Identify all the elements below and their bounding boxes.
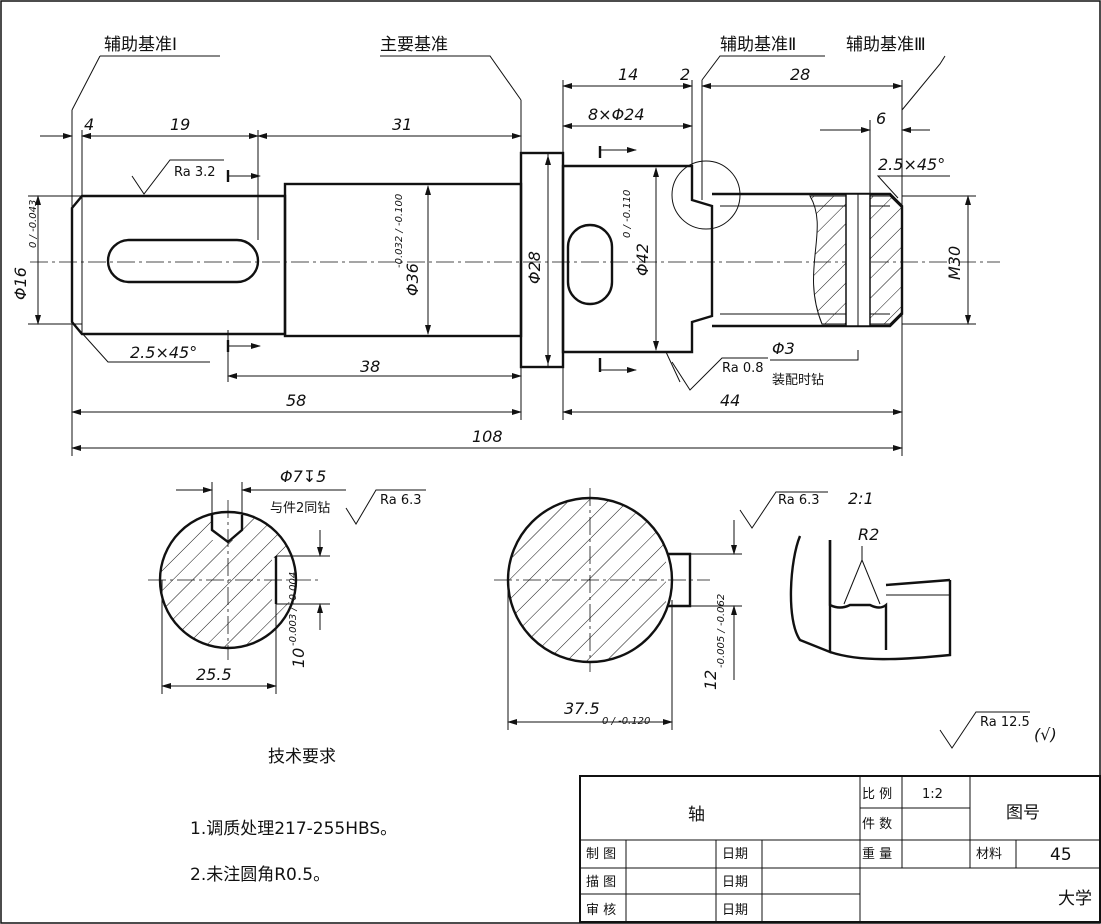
tb-drawn-label: 制 图 <box>586 847 616 862</box>
datum-aux2: 辅助基准Ⅱ <box>720 35 796 55</box>
tb-traced-label: 描 图 <box>586 875 616 890</box>
roughness-ra32: Ra 3.2 <box>174 165 216 180</box>
tb-checked-label: 审 核 <box>586 903 616 918</box>
dim-19: 19 <box>170 115 190 134</box>
datum-aux3: 辅助基准Ⅲ <box>846 35 926 55</box>
detail-view: 2:1 R2 <box>789 489 952 661</box>
tb-date-label-2: 日期 <box>722 875 748 890</box>
dim-phi3: Φ3 <box>772 339 795 358</box>
dim-37-5-tol: 0 / -0.120 <box>602 716 650 727</box>
roughness-ra08: Ra 0.8 <box>722 361 764 376</box>
dim-12: 12 <box>701 670 720 690</box>
detail-scale: 2:1 <box>848 489 874 508</box>
tech-item-1: 1.调质处理217-255HBS。 <box>190 819 397 839</box>
dim-phi3-note: 装配时钻 <box>772 373 824 388</box>
tb-material-label: 材料 <box>976 847 1002 862</box>
datum-aux1: 辅助基准Ⅰ <box>104 35 177 55</box>
tb-weight-label: 重 量 <box>862 846 892 862</box>
dim-38: 38 <box>360 357 380 376</box>
dim-phi7: Φ7↧5 <box>280 467 326 486</box>
segment-phi16 <box>70 194 287 336</box>
dim-58: 58 <box>286 391 306 410</box>
segment-phi42 <box>561 164 714 354</box>
tb-material-value: 45 <box>1050 845 1072 865</box>
roughness-ra63-a: Ra 6.3 <box>380 493 422 508</box>
dim-2: 2 <box>680 65 690 84</box>
dim-phi16-tol: 0 / -0.043 <box>28 200 39 248</box>
tb-scale-value: 1:2 <box>922 787 943 802</box>
dim-8xphi24: 8×Φ24 <box>588 105 645 124</box>
tech-item-2: 2.未注圆角R0.5。 <box>190 865 330 885</box>
keyway-slot-right <box>566 223 614 306</box>
dim-phi36-tol: -0.032 / -0.100 <box>394 194 405 268</box>
overall-roughness: Ra 12.5 (√) <box>939 711 1057 749</box>
technical-requirements: 技术要求 1.调质处理217-255HBS。 2.未注圆角R0.5。 <box>190 747 397 885</box>
roughness-ra125: Ra 12.5 <box>980 715 1030 730</box>
tech-title: 技术要求 <box>268 747 336 767</box>
roughness-ra63-b: Ra 6.3 <box>778 493 820 508</box>
dim-28: 28 <box>790 65 810 84</box>
tb-date-label-1: 日期 <box>722 847 748 862</box>
dim-phi42-tol: 0 / -0.110 <box>622 190 633 238</box>
dim-12-tol: -0.005 / -0.062 <box>716 594 727 668</box>
dim-44: 44 <box>720 391 740 410</box>
tb-date-label-3: 日期 <box>722 903 748 918</box>
dim-phi16: Φ16 <box>11 267 30 300</box>
dim-108: 108 <box>472 427 503 446</box>
datum-main: 主要基准 <box>380 35 448 55</box>
tb-qty-label: 件 数 <box>862 817 892 832</box>
detail-r2: R2 <box>858 525 879 544</box>
shaft-main-view <box>30 151 1000 369</box>
dim-phi42: Φ42 <box>633 243 652 276</box>
roughness-ra125-suffix: (√) <box>1034 725 1057 744</box>
section-left: Φ7↧5 与件2同钻 Ra 6.3 25.5 10 -0.003 / -0.00… <box>148 467 426 694</box>
dim-6: 6 <box>876 109 886 128</box>
dim-m30: M30 <box>945 246 964 280</box>
dim-31: 31 <box>392 115 412 134</box>
tb-school: 大学 <box>1058 889 1092 909</box>
dim-14: 14 <box>618 65 638 84</box>
keyway-slot-left <box>106 238 260 284</box>
dim-chamfer-right: 2.5×45° <box>878 155 945 174</box>
dim-10-tol: -0.003 / -0.004 <box>288 572 299 646</box>
dim-4: 4 <box>84 115 94 134</box>
dim-25-5: 25.5 <box>196 665 232 684</box>
dim-chamfer-left: 2.5×45° <box>130 343 197 362</box>
tb-scale-label: 比 例 <box>862 787 892 802</box>
dimension-lines <box>28 55 976 456</box>
title-block: 轴 比 例 1:2 件 数 重 量 材料 45 图号 制 图 描 图 审 核 日… <box>579 775 1101 923</box>
tb-drawing-no-label: 图号 <box>1006 803 1040 823</box>
section-right: Ra 6.3 37.5 0 / -0.120 12 -0.005 / -0.06… <box>494 488 828 730</box>
dim-phi28: Φ28 <box>525 251 544 284</box>
dim-phi36: Φ36 <box>403 263 422 296</box>
main-view-text: 辅助基准Ⅰ 主要基准 辅助基准Ⅱ 辅助基准Ⅲ 4 19 31 14 2 28 8… <box>11 35 964 446</box>
dim-10: 10 <box>289 648 308 668</box>
dim-phi7-note: 与件2同钻 <box>270 501 330 516</box>
dim-37-5: 37.5 <box>564 699 600 718</box>
tb-part-name: 轴 <box>688 805 705 825</box>
